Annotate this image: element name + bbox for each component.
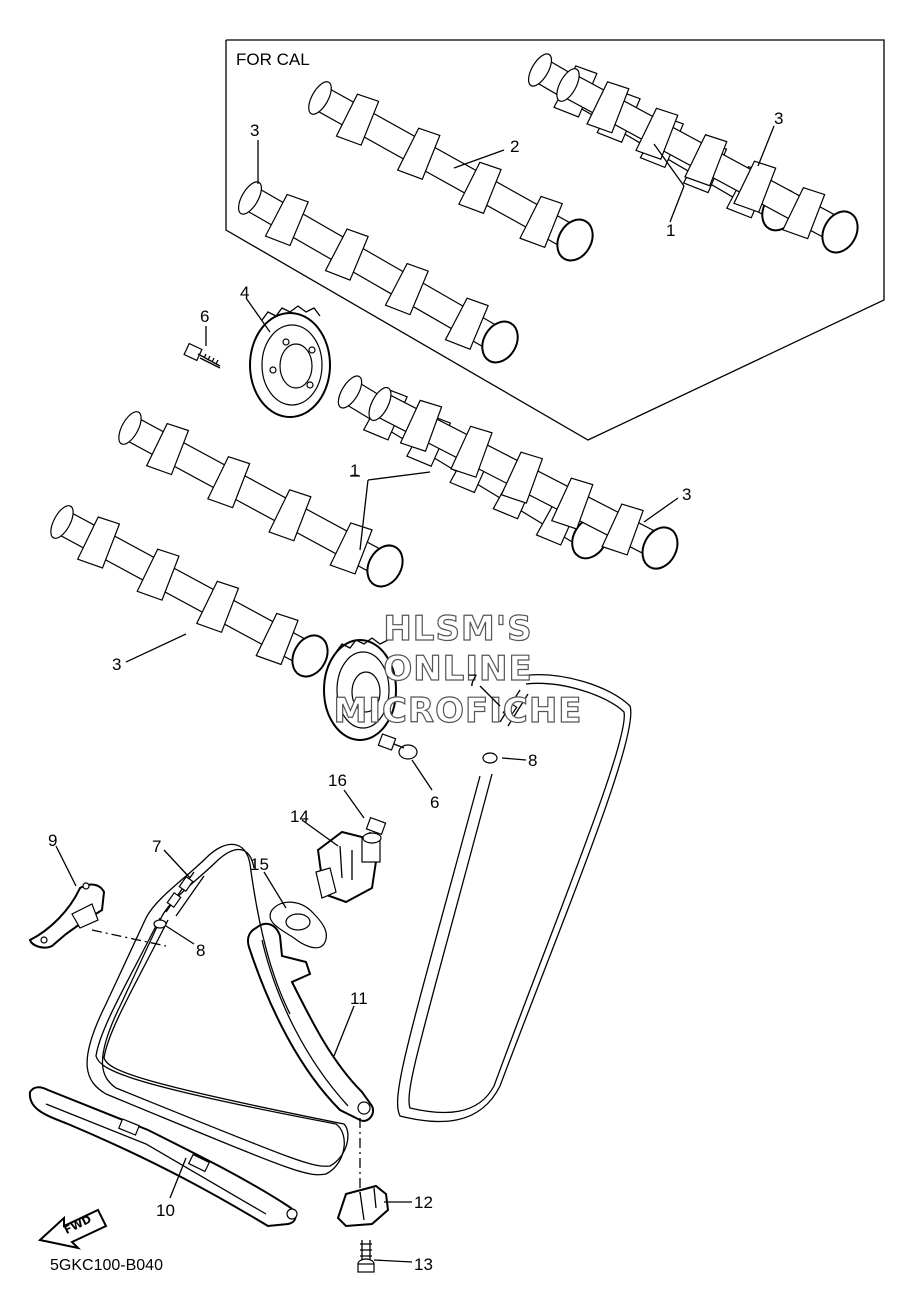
watermark: HLSM'S ONLINE MICROFICHE xyxy=(333,608,582,731)
watermark-line-3: MICROFICHE xyxy=(333,691,582,731)
callout-3: 3 xyxy=(112,655,121,674)
callout-14: 14 xyxy=(290,807,309,826)
chain-link-icon-8-lower xyxy=(153,919,167,929)
fwd-arrow-icon: FWD xyxy=(37,1208,108,1250)
callout-16: 16 xyxy=(328,771,347,790)
camshaft-icon xyxy=(308,81,594,262)
bracket-12 xyxy=(336,1184,390,1228)
callout-6: 6 xyxy=(200,307,209,326)
callout-15: 15 xyxy=(250,855,269,874)
camshaft-icon xyxy=(237,181,519,364)
callout-3: 3 xyxy=(682,485,691,504)
callout-13: 13 xyxy=(414,1255,433,1274)
for-cal-box: FOR CAL xyxy=(225,39,885,441)
callout-10: 10 xyxy=(156,1201,175,1220)
camshaft-icon xyxy=(556,68,859,254)
chain-link-icon-7-lower xyxy=(165,871,205,917)
callout-12: 12 xyxy=(414,1193,433,1212)
camshaft-icon xyxy=(118,411,404,588)
callout-6: 6 xyxy=(430,793,439,812)
camshaft-icon xyxy=(50,505,329,678)
callout-8: 8 xyxy=(196,941,205,960)
callout-8: 8 xyxy=(528,751,537,770)
tensioner-icon xyxy=(315,830,382,904)
cam-sprocket-upper xyxy=(249,305,331,418)
callout-3: 3 xyxy=(250,121,259,140)
callouts: 3 2 3 1 4 6 1 3 3 7 8 6 16 14 15 9 7 8 1… xyxy=(48,109,783,1274)
cam-chain-icon-right xyxy=(396,674,632,1123)
callout-1: 1 xyxy=(666,221,675,240)
assembly-line-9 xyxy=(91,929,167,947)
chain-guide-10 xyxy=(28,1086,298,1228)
callout-3: 3 xyxy=(774,109,783,128)
bolt-icon-upper xyxy=(183,342,221,369)
callout-11: 11 xyxy=(350,989,368,1008)
leader-lines xyxy=(55,125,775,1263)
callout-1: 1 xyxy=(350,461,359,480)
chain-guide-11 xyxy=(247,922,374,1122)
diagram-code: 5GKC100-B040 xyxy=(50,1257,163,1274)
callout-9: 9 xyxy=(48,831,57,850)
bolt-icon-13 xyxy=(357,1240,375,1273)
bolt-icon-lower xyxy=(377,733,418,760)
chain-link-icon-7-upper xyxy=(499,689,529,727)
watermark-line-1: HLSM'S xyxy=(383,609,532,649)
watermark-line-2: ONLINE xyxy=(383,649,532,689)
callout-7: 7 xyxy=(468,671,477,690)
for-cal-title: FOR CAL xyxy=(236,50,310,69)
callout-4: 4 xyxy=(240,283,249,302)
chain-link-icon-8-upper xyxy=(482,752,498,764)
cam-chain-icon-left xyxy=(86,843,349,1176)
callout-2: 2 xyxy=(510,137,519,156)
chain-guide-9 xyxy=(28,882,106,949)
gasket-icon xyxy=(269,901,327,949)
callout-7: 7 xyxy=(152,837,161,856)
camshafts-group xyxy=(50,53,859,678)
camshaft-icon xyxy=(368,386,679,570)
cam-sprocket-lower xyxy=(323,637,397,741)
